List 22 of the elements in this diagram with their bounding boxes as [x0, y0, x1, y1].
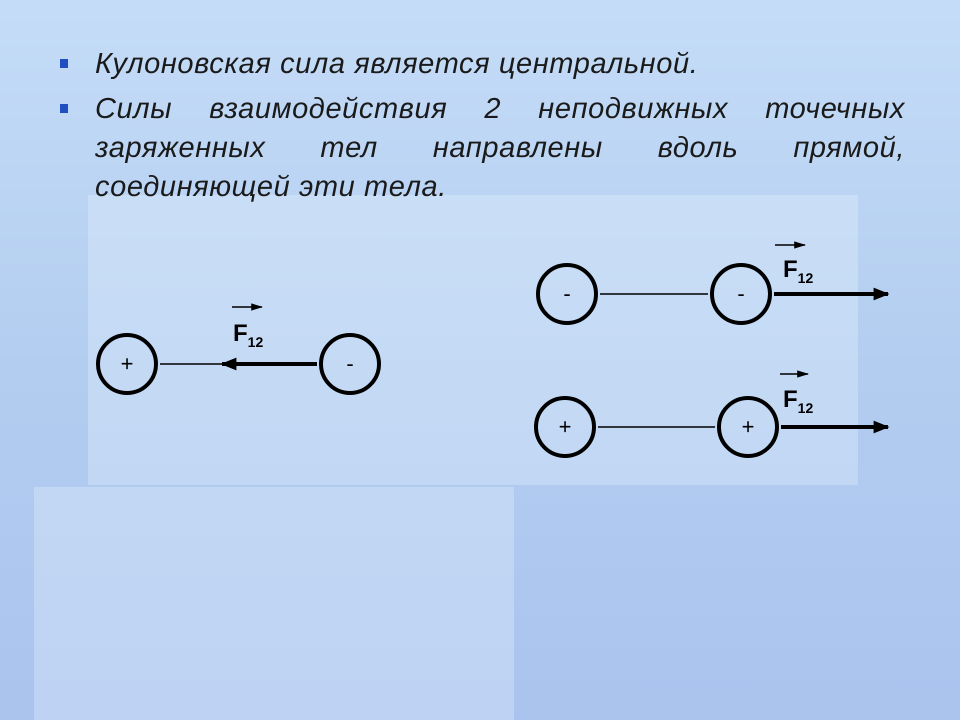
charge-circle [534, 396, 596, 458]
charge-sign: - [737, 283, 745, 305]
charge-sign: - [563, 283, 571, 305]
force-arrow [774, 288, 890, 300]
force-arrow [781, 420, 890, 434]
connecting-line [598, 426, 715, 428]
charge-sign: + [742, 416, 754, 438]
bullet-text: Силы взаимодействия 2 неподвижных точечных заряженных тел направлены вдоль прямой, соединяющей эти тела. [95, 92, 905, 205]
edge-label: F$_{12}$ [233, 322, 264, 349]
force-arrow [220, 358, 317, 370]
charge-circle [536, 263, 598, 325]
charge-sign: - [346, 353, 354, 375]
charge-sign: + [558, 416, 572, 438]
charge-sign: + [120, 353, 134, 375]
charge-circle [319, 333, 381, 395]
edge-label: F$_{12}$ [783, 258, 814, 285]
edge-label: F$_{12}$ [783, 388, 814, 415]
bullet-text: Кулоновская сила является центральной. [95, 47, 700, 82]
connecting-line [600, 293, 708, 295]
charge-circle [96, 333, 158, 395]
charge-circle [717, 396, 779, 458]
charge-circle [710, 263, 772, 325]
